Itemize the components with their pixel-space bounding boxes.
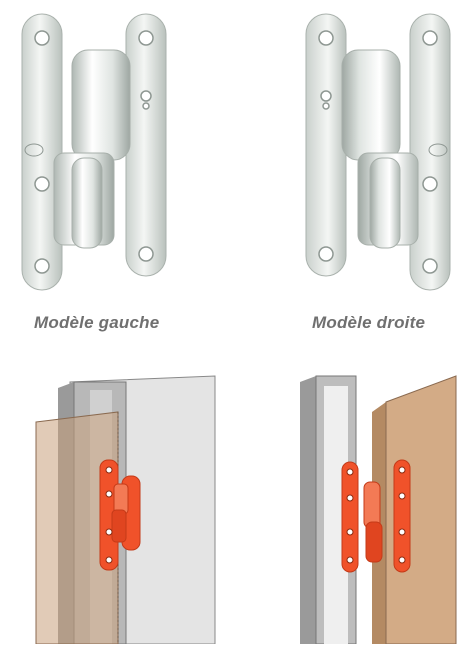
caption-right-model: Modèle droite xyxy=(312,313,426,332)
installation-diagram-right xyxy=(296,372,462,644)
hinge-photo-left xyxy=(10,8,170,298)
caption-left-model: Modèle gauche xyxy=(34,313,160,332)
hinge-photo-right xyxy=(300,8,460,298)
installation-diagram-left xyxy=(30,372,220,644)
